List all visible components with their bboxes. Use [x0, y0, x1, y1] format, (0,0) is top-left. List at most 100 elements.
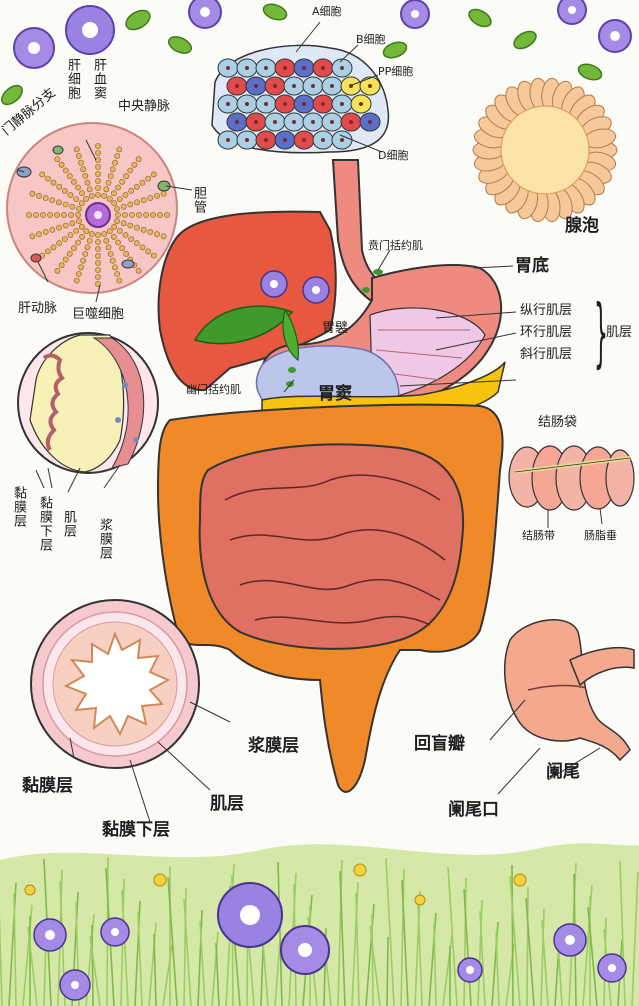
hepatocyte	[103, 237, 110, 244]
cell-nucleus	[273, 84, 277, 88]
pyloric-sphincter-label: 幽门括约肌	[186, 383, 241, 396]
hepatocyte	[71, 245, 77, 252]
cell-nucleus	[302, 138, 306, 142]
hepatocyte	[135, 156, 142, 163]
hepatocyte	[95, 143, 101, 149]
cell-nucleus	[254, 120, 258, 124]
hepatocyte	[47, 212, 53, 218]
hepatocyte	[56, 240, 63, 247]
grass-blade	[619, 860, 626, 1006]
grass-blades	[0, 856, 639, 1006]
hepatocyte	[143, 212, 149, 218]
hepatocyte	[133, 183, 140, 190]
hepatocyte	[95, 274, 101, 280]
hepatocyte	[95, 239, 101, 245]
hepatocyte	[56, 199, 62, 206]
grass-blade	[495, 932, 500, 1006]
grass-blade	[13, 893, 17, 1006]
cell-nucleus	[264, 138, 268, 142]
wall-muscle-label: 肌层	[61, 510, 76, 538]
taenia-coli-label: 结肠带	[522, 529, 555, 542]
cell-nucleus	[245, 66, 249, 70]
hepatocyte	[107, 251, 114, 257]
hepatocyte	[75, 212, 81, 218]
fundus-label: 胃底	[515, 256, 549, 276]
hepatocyte	[123, 250, 130, 257]
central-vein	[85, 202, 111, 228]
morning-glory-flower	[553, 923, 587, 957]
hepatocyte	[54, 156, 61, 163]
cell-nucleus	[359, 102, 363, 106]
cell-nucleus	[264, 102, 268, 106]
hepatocyte	[136, 212, 142, 218]
hepatocyte	[150, 252, 157, 259]
hepatocyte	[62, 167, 69, 174]
leaf	[193, 305, 300, 362]
cell-nucleus	[292, 84, 296, 88]
hepatocyte	[154, 192, 160, 199]
bile-duct-label: 胆管	[191, 186, 206, 214]
hepatocyte	[105, 244, 112, 251]
intestine-cross-section	[30, 599, 200, 769]
cell-nucleus	[235, 120, 239, 124]
hepatocyte	[115, 239, 121, 246]
stomach-muscle-group-label: 肌层	[606, 325, 633, 340]
hepatocyte	[83, 195, 90, 202]
grass-blade	[183, 898, 192, 1006]
morning-glory-flower	[59, 969, 91, 1001]
grass-blade	[631, 871, 639, 1006]
hepatocyte-label: 肝细胞	[65, 58, 80, 100]
hepatocyte	[95, 253, 101, 259]
morning-glory-flower	[598, 19, 632, 53]
grass-blade	[526, 886, 529, 1006]
grass-blade	[463, 877, 467, 1006]
grass-blade	[447, 866, 458, 1006]
hepatocyte	[69, 203, 76, 210]
grass-blade	[433, 923, 437, 1006]
sinusoid-label: 肝血窦	[91, 58, 106, 100]
grass-blade	[511, 864, 514, 1006]
grass-blade	[365, 903, 375, 1006]
hepatocyte	[33, 212, 39, 218]
morning-glory-flower	[557, 0, 587, 25]
hepatocyte	[106, 228, 113, 235]
grass-blade	[148, 922, 157, 1006]
haustra-label: 结肠袋	[538, 415, 578, 430]
hepatocyte	[120, 220, 127, 227]
hepatocyte	[133, 240, 140, 247]
kupffer-cell-label: 巨噬细胞	[72, 307, 125, 322]
colon-segment	[508, 445, 635, 511]
hepatocyte	[36, 192, 42, 199]
cell-nucleus	[311, 120, 315, 124]
hepatocyte	[76, 218, 82, 225]
d-cell-label: D细胞	[378, 149, 409, 162]
hepatocyte	[114, 205, 120, 212]
wall-serosa-label: 浆膜层	[97, 518, 112, 560]
grass-blade	[477, 899, 483, 1006]
hepatocyte	[114, 218, 120, 225]
hepatocyte	[134, 199, 140, 206]
hepatocyte	[112, 159, 118, 166]
hepatocyte	[116, 277, 123, 284]
hepatocyte	[80, 166, 87, 173]
hepatocyte	[86, 237, 93, 244]
cell-nucleus	[245, 138, 249, 142]
hepatocyte	[147, 195, 154, 201]
grass-blade	[162, 944, 173, 1006]
hepatocyte	[62, 222, 69, 229]
cell-nucleus	[340, 66, 344, 70]
hepatocyte	[82, 251, 89, 257]
cross-submucosa-label: 黏膜下层	[102, 820, 170, 840]
hepatocyte	[164, 212, 170, 218]
hepatocyte	[95, 164, 101, 170]
morning-glory-flower	[597, 953, 627, 983]
cell-nucleus	[226, 66, 230, 70]
grass-blade	[491, 921, 499, 1006]
hepatocyte	[111, 233, 117, 240]
cardiac-sphincter-label: 贲门括约肌	[368, 239, 423, 252]
hepatocyte	[39, 171, 46, 178]
cell-nucleus	[330, 120, 334, 124]
hepatocyte	[140, 197, 147, 204]
hepatocyte	[127, 167, 134, 174]
grass-blade	[540, 908, 545, 1006]
